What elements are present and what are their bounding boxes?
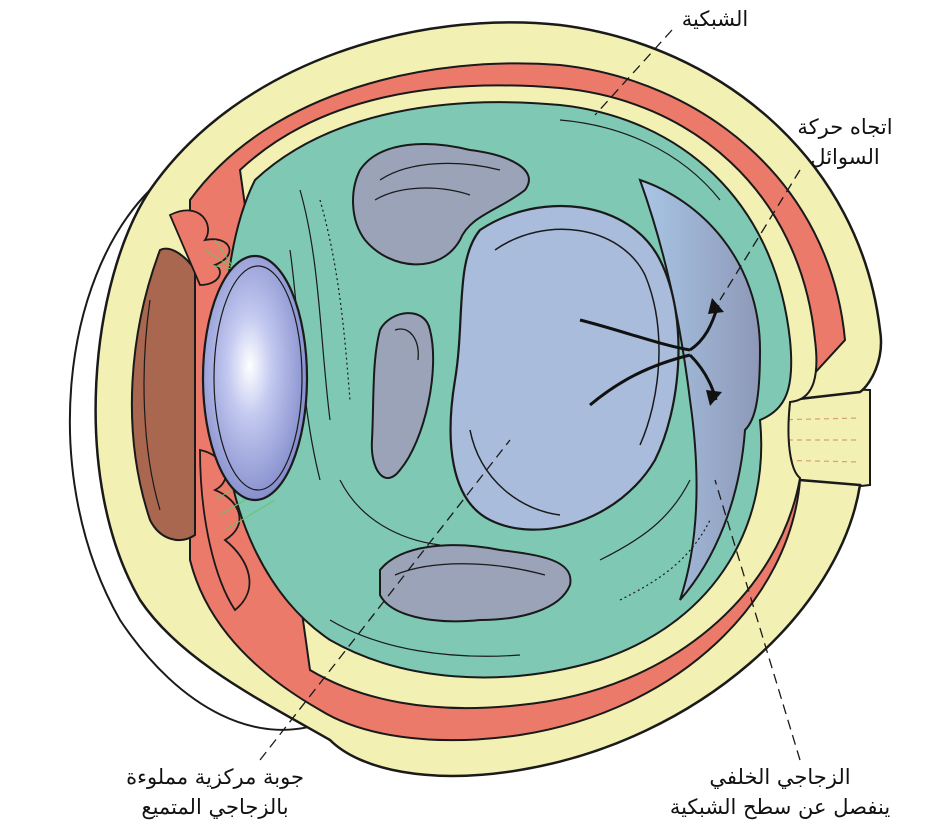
label-fluid-direction-line2: السوائل xyxy=(810,145,880,169)
cornea-outline xyxy=(68,189,331,731)
central-cavity-inner-line xyxy=(494,228,660,446)
iris-line xyxy=(143,299,161,511)
label-posterior-vitreous-line2: ينفصل عن سطح الشبكية xyxy=(669,795,891,819)
label-retina-text: الشبكية xyxy=(681,7,749,31)
central-liquefied-cavity xyxy=(449,204,680,531)
lower-pocket xyxy=(379,544,572,623)
vitreous-fibers xyxy=(289,119,721,657)
upper-pocket xyxy=(352,143,530,266)
arrowhead-down xyxy=(706,390,722,406)
ciliary-body-upper xyxy=(168,209,231,286)
label-posterior-vitreous-line1: الزجاجي الخلفي xyxy=(709,765,851,789)
label-fluid-direction-line1: اتجاه حركة xyxy=(797,115,893,139)
upper-pocket-line-2 xyxy=(374,187,471,201)
leader-posterior-vitreous xyxy=(714,479,801,761)
lens-inner-rim xyxy=(213,265,303,491)
leader-fluid-direction xyxy=(719,169,801,301)
central-cavity-inner-line-2 xyxy=(469,429,561,516)
label-fluid-direction: اتجاه حركة السوائل xyxy=(770,112,920,172)
label-central-cavity-line2: بالزجاجي المتميع xyxy=(141,795,289,819)
ciliary-body-lower xyxy=(199,448,251,612)
label-central-cavity: جوبة مركزية مملوءة بالزجاجي المتميع xyxy=(100,762,330,822)
optic-nerve-fiber xyxy=(769,417,861,463)
leader-central-cavity xyxy=(259,439,511,761)
leader-retina xyxy=(594,29,673,116)
label-posterior-vitreous: الزجاجي الخلفي ينفصل عن سطح الشبكية xyxy=(640,762,920,822)
left-pocket-line xyxy=(394,328,419,361)
label-central-cavity-line1: جوبة مركزية مملوءة xyxy=(126,765,304,789)
leader-lines xyxy=(259,29,801,761)
arrowhead-up xyxy=(708,298,724,314)
upper-pocket-line xyxy=(379,162,501,181)
label-retina: الشبكية xyxy=(655,4,775,34)
lens xyxy=(201,254,309,502)
